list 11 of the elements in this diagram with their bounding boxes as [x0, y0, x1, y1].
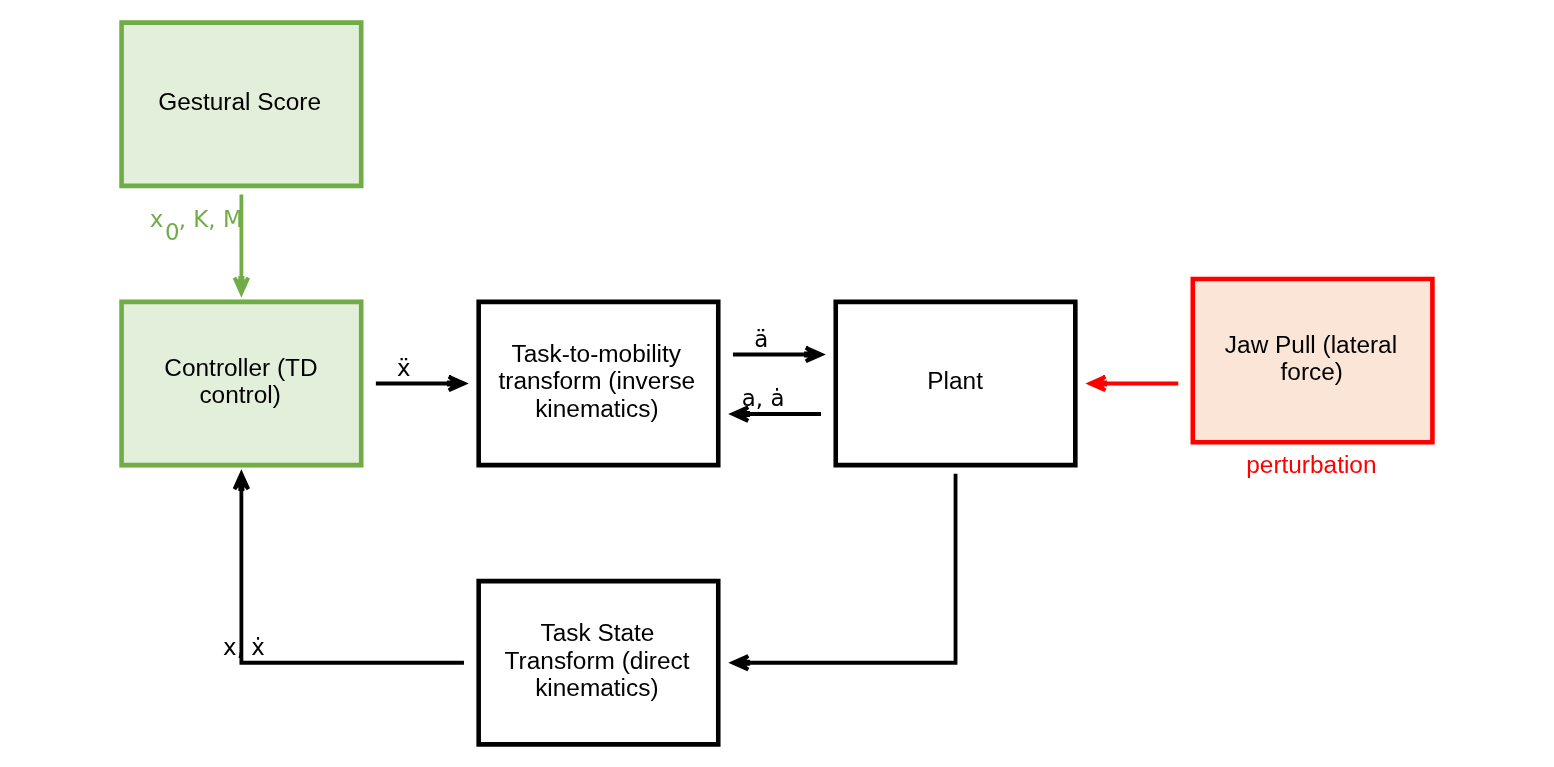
arrow — [731, 473, 958, 672]
node-label: perturbation — [1246, 451, 1377, 479]
arrow — [730, 405, 822, 423]
arrow — [1088, 374, 1179, 393]
arrow — [232, 471, 464, 665]
edge-label: a, ȧ — [741, 385, 785, 412]
edge-label: ä — [754, 325, 769, 352]
edge-label: ẍ — [397, 354, 411, 381]
arrow — [232, 194, 251, 295]
arrow — [732, 345, 824, 364]
arrow — [375, 374, 466, 393]
